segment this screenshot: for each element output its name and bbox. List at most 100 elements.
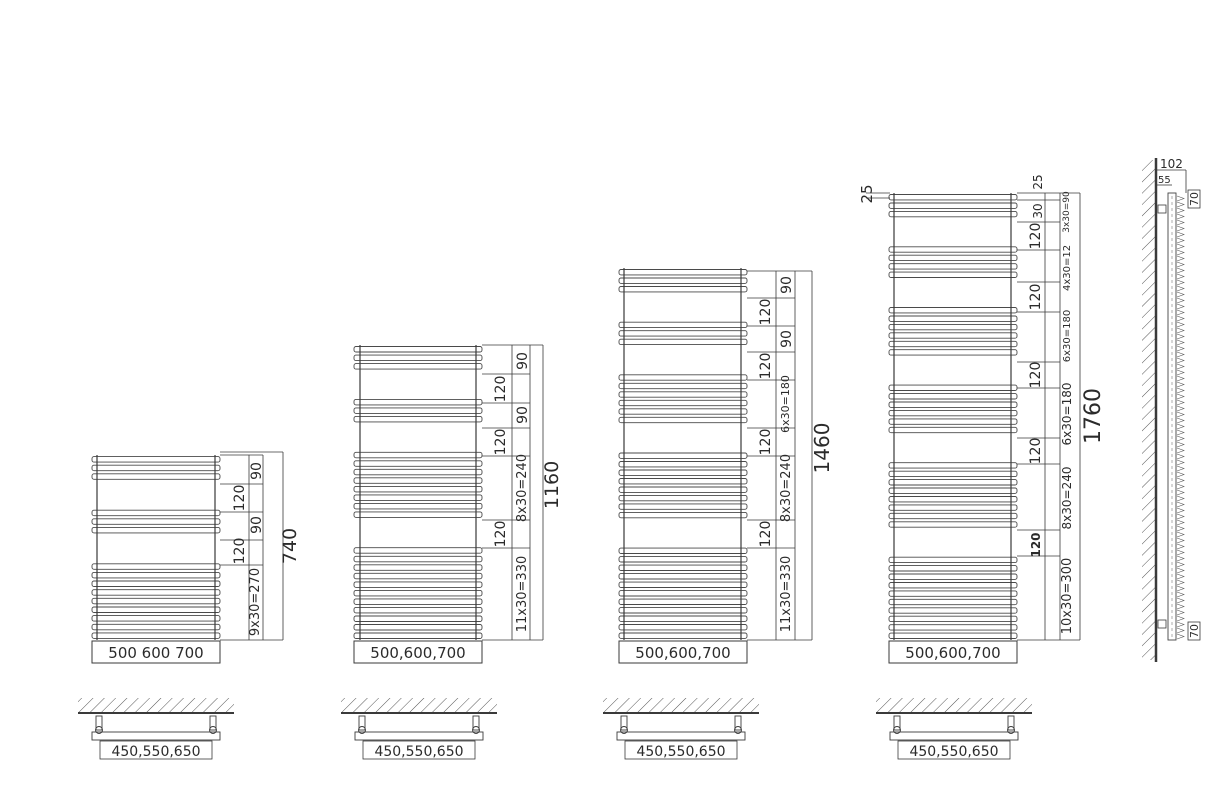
r1460-tube-31: [618, 632, 748, 639]
side-fin: [1176, 591, 1185, 598]
radiator-1460-seg-2: 120: [758, 299, 774, 326]
r1460-tube-9: [618, 391, 748, 398]
side-fin: [1176, 507, 1185, 514]
side-fin: [1176, 447, 1185, 454]
side-fin: [1176, 489, 1185, 496]
plan-view-2: 450,550,650: [341, 698, 497, 760]
r740-tube-12: [91, 606, 221, 613]
side-fin: [1176, 441, 1185, 448]
side-fin: [1176, 513, 1185, 520]
r1760-tube-28: [888, 556, 1018, 564]
radiator-1160-width-label: 500,600,700: [370, 644, 465, 662]
side-fin: [1176, 453, 1185, 460]
radiator-740-width-label: 500 600 700: [108, 644, 203, 662]
side-label-70-top: 70: [1188, 192, 1201, 206]
side-label-70-bottom: 70: [1188, 624, 1201, 638]
side-fin: [1176, 465, 1185, 472]
side-fin: [1176, 477, 1185, 484]
r1460-tube-11: [618, 408, 748, 415]
r1160-tube-3: [353, 363, 483, 370]
side-fin: [1176, 291, 1185, 298]
side-fin: [1176, 219, 1185, 226]
side-fin: [1176, 225, 1185, 232]
r1460-tube-10: [618, 399, 748, 407]
r1760-tube-16: [888, 401, 1018, 408]
r740-tube-9: [91, 580, 221, 587]
r1760-tube-22: [888, 479, 1018, 486]
r1760-tube-31: [888, 582, 1018, 589]
radiator-740-seg-5: 9x30=270: [248, 568, 263, 636]
side-fin: [1176, 201, 1185, 208]
side-fin: [1176, 315, 1185, 322]
plan-view-2-depth-label: 450,550,650: [374, 744, 463, 760]
r1160-tube-23: [353, 615, 483, 622]
r740-tube-4: [91, 509, 221, 517]
r1760-tube-8: [888, 307, 1018, 314]
radiator-740-width-box: [91, 640, 221, 664]
side-fin: [1176, 303, 1185, 310]
r1160-tube-5: [353, 407, 483, 414]
r1760-tube-19: [888, 426, 1018, 434]
r1160-tube-13: [353, 502, 483, 510]
plan-view-4: 450,550,650: [876, 698, 1032, 760]
side-fin: [1176, 237, 1185, 244]
r1160-tube-25: [353, 632, 483, 639]
r1160-tube-11: [353, 485, 483, 493]
r1160-tube-17: [353, 564, 483, 571]
radiator-1760-offset-label: 25: [858, 184, 876, 203]
side-fin: [1176, 615, 1185, 622]
r1460-tube-17: [618, 486, 748, 493]
r1160-tube-20: [353, 589, 483, 597]
side-fin: [1176, 603, 1185, 610]
side-radiator-profile: [1167, 192, 1177, 641]
r1760-tube-5: [888, 254, 1018, 262]
r1460-tube-28: [618, 607, 748, 614]
radiator-1460-segment-lines: [747, 270, 813, 641]
radiator-1460-seg-7: 8x30=240: [779, 454, 794, 522]
r1760-tube-3: [888, 210, 1018, 218]
r1460-tube-5: [618, 330, 748, 337]
r1460-tube-7: [618, 374, 748, 381]
plan-views: 450,550,650 450,550,650 450,550,650: [78, 698, 1032, 760]
r740-tube-1: [91, 456, 221, 463]
r1760-tube-24: [888, 496, 1018, 503]
radiator-740-segment-lines: [220, 451, 284, 641]
side-fin: [1176, 285, 1185, 292]
radiator-1760-height-label: 1760: [1081, 388, 1106, 444]
radiator-1760-seg-3: 4x30=12: [1062, 245, 1073, 291]
r1760-tube-14: [888, 384, 1018, 391]
r1760-tube-15: [888, 393, 1018, 400]
radiator-1460-seg-5: 6x30=180: [779, 375, 792, 433]
side-fin: [1176, 213, 1185, 220]
radiator-1760-seg-8: 120: [1028, 438, 1044, 465]
r1160-tube-6: [353, 415, 483, 423]
r1160-tube-19: [353, 581, 483, 588]
radiator-1160-seg-2: 120: [493, 376, 509, 403]
radiator-1460-seg-6: 120: [758, 429, 774, 456]
r1460-tube-13: [618, 452, 748, 459]
r1760-tube-11: [888, 332, 1018, 339]
r1460-tube-8: [618, 382, 748, 390]
r1760-tube-12: [888, 340, 1018, 348]
side-fin: [1176, 345, 1185, 352]
r1760-tube-2: [888, 202, 1018, 209]
r1760-tube-6: [888, 263, 1018, 270]
side-fin: [1176, 567, 1185, 574]
side-fin: [1176, 519, 1185, 526]
side-fin: [1176, 297, 1185, 304]
side-fin: [1176, 501, 1185, 508]
side-fin: [1176, 339, 1185, 346]
radiator-1760-seg-4: 120: [1028, 284, 1044, 311]
r740-tube-3: [91, 473, 221, 480]
r1460-tube-4: [618, 321, 748, 329]
radiator-1460-height-label: 1460: [810, 423, 834, 474]
side-fin: [1176, 435, 1185, 442]
r1460-tube-26: [618, 590, 748, 597]
side-fin: [1176, 231, 1185, 238]
r1760-tube-25: [888, 504, 1018, 511]
side-fin: [1176, 267, 1185, 274]
r1160-tube-22: [353, 606, 483, 614]
r1460-tube-22: [618, 556, 748, 563]
r1160-tube-21: [353, 598, 483, 605]
